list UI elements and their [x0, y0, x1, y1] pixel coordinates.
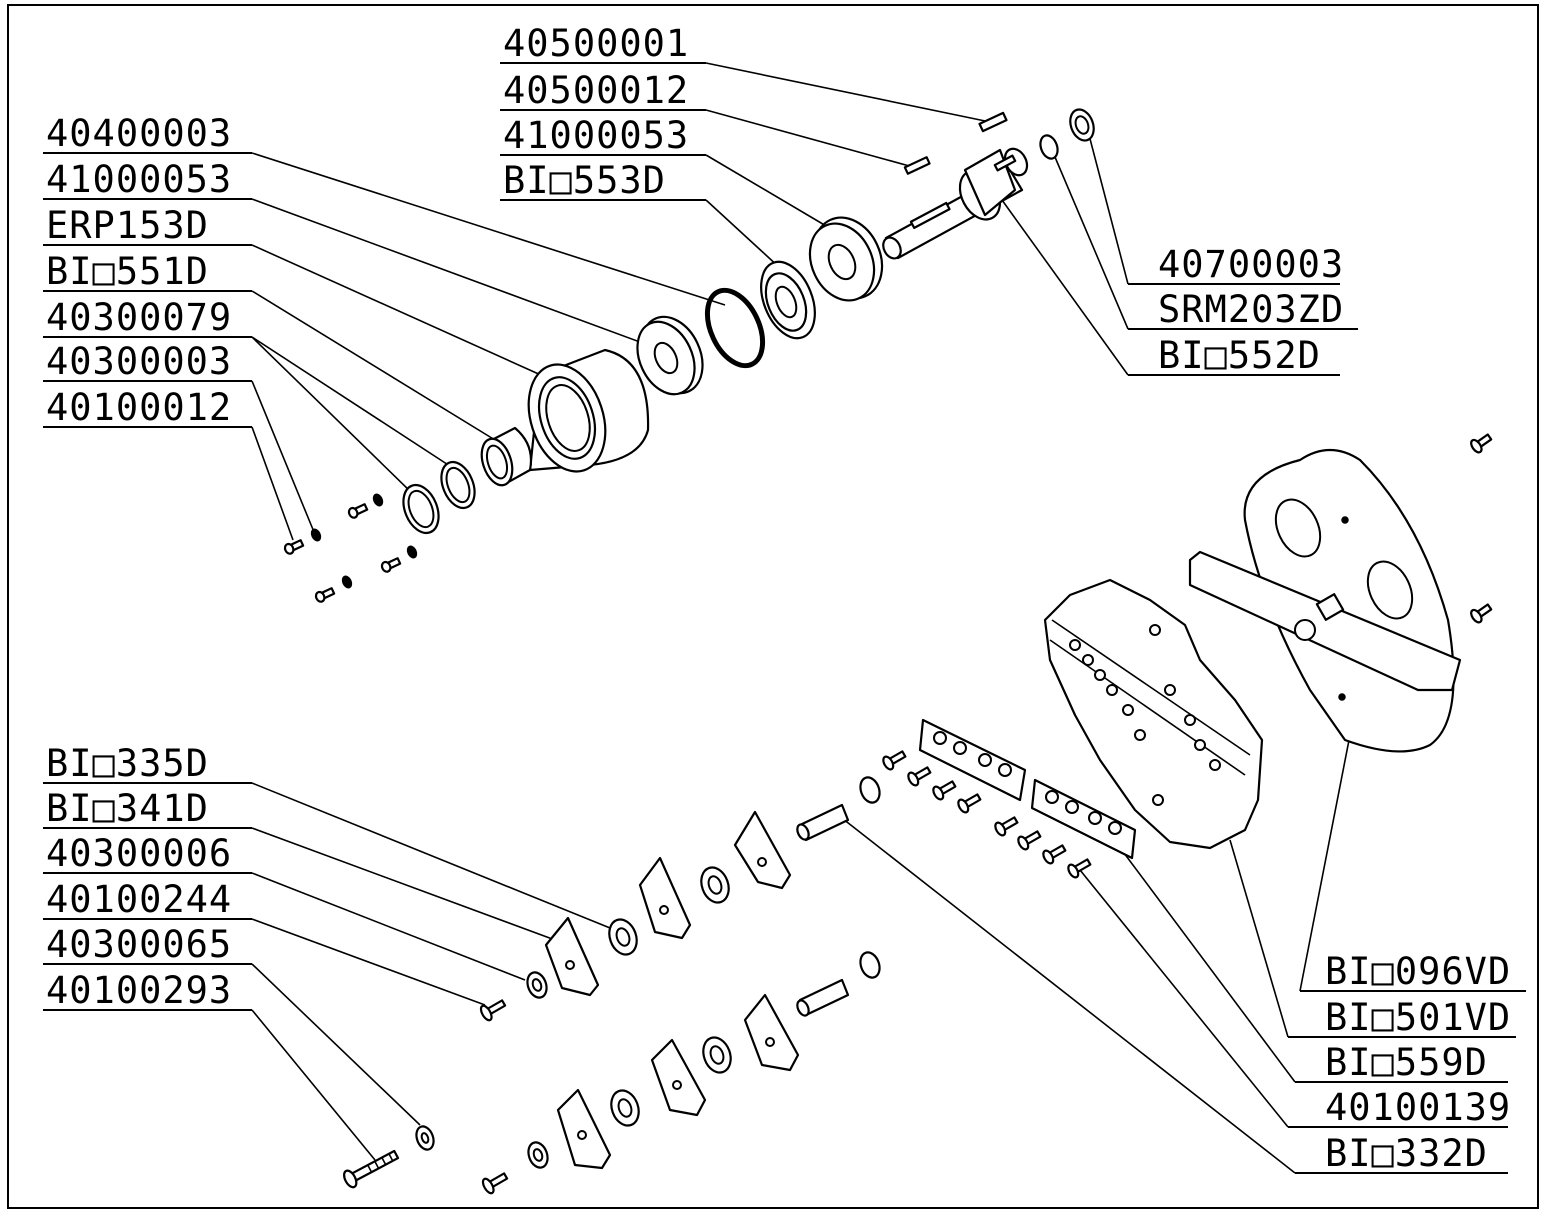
part-label-srm203zd: SRM203ZD — [1158, 288, 1344, 331]
part-label-bi341d: BI□341D — [46, 787, 209, 830]
part-label-40100139: 40100139 — [1325, 1086, 1511, 1129]
clamp-plate-bi559d — [918, 718, 1137, 860]
blade-bi335d-2 — [638, 856, 692, 940]
part-label-bi332d: BI□332D — [1325, 1132, 1488, 1175]
bearing-41000053-top — [808, 216, 884, 302]
labels-left-upper: 40400003 41000053 ERP153D BI□551D 403000… — [43, 112, 252, 429]
upper-assembly — [283, 108, 1095, 603]
locknut-40700003 — [1069, 108, 1095, 142]
housing-erp153d — [527, 348, 650, 473]
ring-40300003 — [402, 483, 440, 535]
bearing-41000053-left — [636, 315, 704, 396]
part-label-40300065: 40300065 — [46, 923, 232, 966]
bolt-40100293 — [343, 1149, 400, 1189]
lower-assembly — [343, 776, 881, 1195]
screw-lower-40100244 — [481, 1172, 509, 1195]
screw-40100244 — [479, 999, 507, 1022]
drawing-border — [7, 4, 1539, 1209]
plate-bi501vd — [1043, 578, 1264, 850]
part-label-40100012: 40100012 — [46, 386, 232, 429]
key-40500012 — [903, 156, 931, 175]
labels-right-upper: 40700003 SRM203ZD BI□552D — [1128, 243, 1358, 377]
part-label-41000053-top: 41000053 — [503, 114, 689, 157]
plate-bi096vd — [1188, 449, 1462, 753]
key-40500001 — [978, 111, 1008, 133]
screws-40100012 — [283, 493, 418, 603]
o-ring-40400003 — [704, 287, 766, 369]
ring-40300079 — [440, 460, 476, 510]
blade-bi335d-1 — [733, 810, 792, 890]
part-label-bi552d: BI□552D — [1158, 334, 1321, 377]
washer-srm203zd — [1039, 134, 1059, 160]
part-label-bi501vd: BI□501VD — [1325, 996, 1511, 1039]
part-label-40100244: 40100244 — [46, 878, 232, 921]
bushing-bi551d — [480, 426, 533, 487]
shaft-bi552d — [882, 147, 1029, 260]
screws-40100139 — [882, 433, 1493, 879]
washer-lower-40300006 — [527, 1141, 549, 1169]
spacer-bi341d-4 — [610, 1089, 640, 1127]
bearing-housing-bi553d — [760, 260, 816, 340]
part-label-bi096vd: BI□096VD — [1325, 950, 1511, 993]
pin-bi332d-upper — [796, 803, 850, 842]
part-label-40300003: 40300003 — [46, 340, 232, 383]
washer-40300006 — [526, 971, 548, 999]
blade-bi335d-4 — [743, 993, 800, 1072]
part-label-bi335d: BI□335D — [46, 742, 209, 785]
washer-lower-right — [859, 951, 881, 979]
part-label-40500001: 40500001 — [503, 22, 689, 65]
part-label-bi551d: BI□551D — [46, 250, 209, 293]
pin-bi332d-lower — [796, 978, 850, 1017]
blade-bi335d-5 — [650, 1038, 707, 1117]
part-label-40500012: 40500012 — [503, 69, 689, 112]
washer-40300065 — [415, 1125, 435, 1151]
labels-top: 40500001 40500012 41000053 BI□553D — [500, 22, 706, 202]
part-label-40300079: 40300079 — [46, 296, 232, 339]
part-label-bi559d: BI□559D — [1325, 1041, 1488, 1084]
part-label-40300006: 40300006 — [46, 832, 232, 875]
labels-right-lower: BI□096VD BI□501VD BI□559D 40100139 BI□33… — [1288, 950, 1526, 1175]
blade-bi335d-3 — [544, 916, 600, 997]
spacer-bi341d-1 — [700, 866, 730, 904]
spacer-bi341d-2 — [608, 918, 638, 956]
part-label-40400003: 40400003 — [46, 112, 232, 155]
spacer-bi341d-3 — [702, 1036, 732, 1074]
washer-upper-right — [859, 776, 881, 804]
blade-bi335d-6 — [556, 1088, 612, 1170]
leader-lines — [251, 62, 1351, 1174]
part-label-erp153d: ERP153D — [46, 204, 209, 247]
part-label-bi553d: BI□553D — [503, 159, 666, 202]
part-label-40100293: 40100293 — [46, 969, 232, 1012]
labels-left-lower: BI□335D BI□341D 40300006 40100244 403000… — [43, 742, 252, 1012]
part-label-41000053-left: 41000053 — [46, 158, 232, 201]
part-label-40700003: 40700003 — [1158, 243, 1344, 286]
